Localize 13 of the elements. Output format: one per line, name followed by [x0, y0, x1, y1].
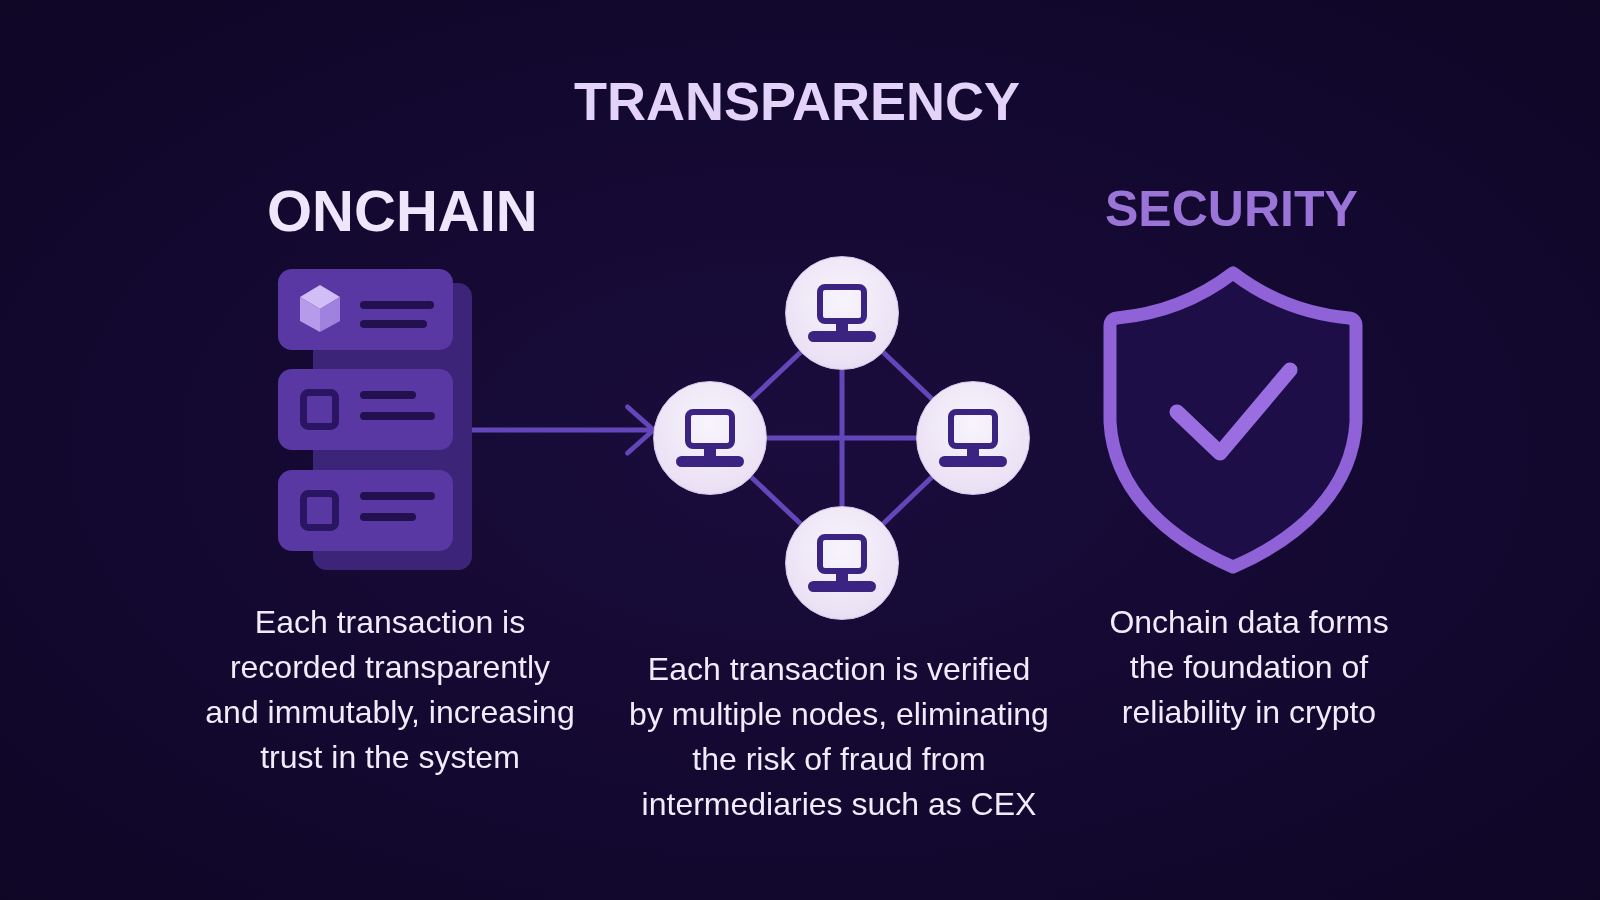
section-heading: SECURITY [1105, 182, 1358, 237]
description-text: Each transaction is verified by multiple nodes, eliminating the risk of fraud from intermediaries such as CEX [629, 650, 1049, 824]
connector-line [881, 475, 934, 526]
connector-line [749, 475, 803, 526]
connector-line [839, 370, 845, 506]
title: TRANSPARENCY [574, 72, 1020, 132]
connector-line [749, 350, 803, 401]
block-stack-illustration [278, 269, 472, 570]
description-text: Each transaction is recorded transparently and immutably, increasing trust in the system [204, 603, 576, 777]
connector-line [881, 350, 934, 401]
section-heading: ONCHAIN [267, 179, 538, 243]
description-text: Onchain data forms the foundation of reliability in crypto [1108, 603, 1390, 732]
connector-line [767, 435, 916, 441]
